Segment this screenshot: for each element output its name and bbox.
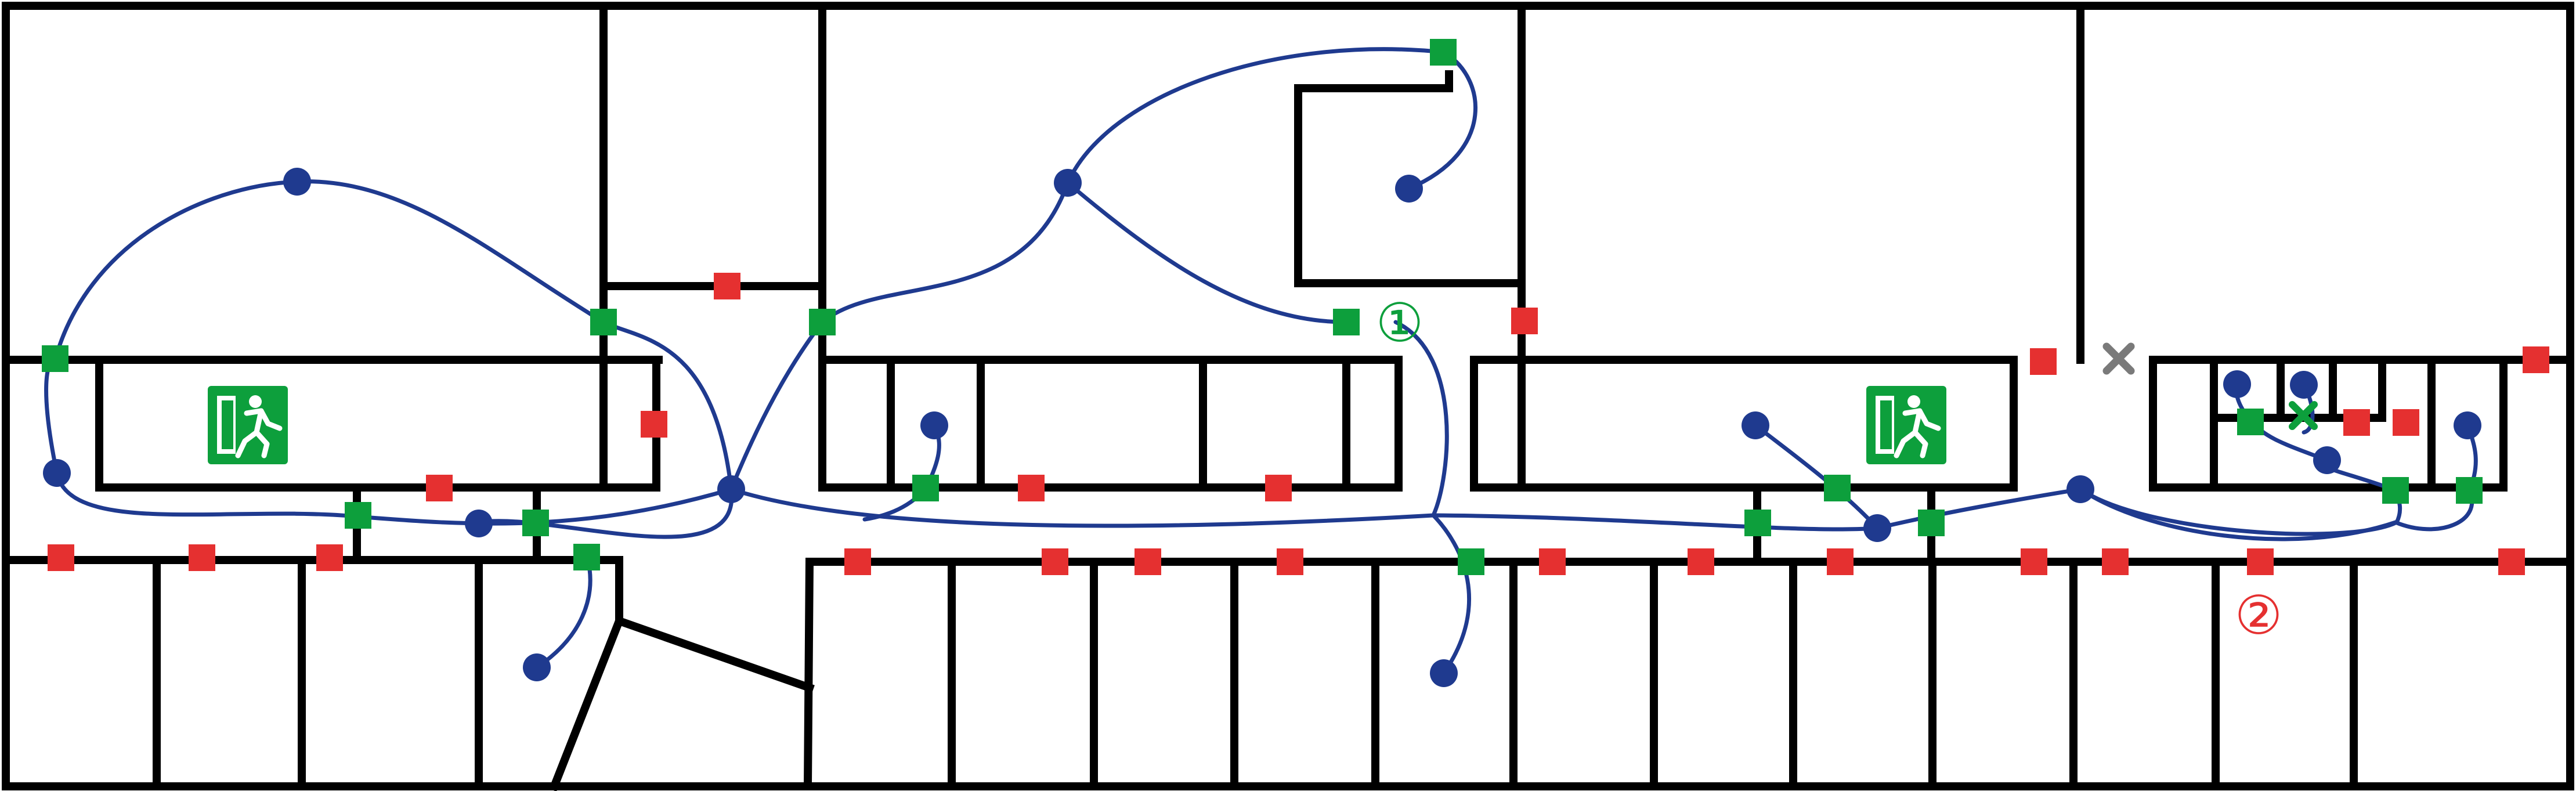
route-node [43, 459, 71, 487]
open-door [1824, 475, 1851, 501]
closed-door [1277, 548, 1303, 575]
route-node [1395, 175, 1423, 203]
closed-door [48, 544, 74, 571]
open-door [2456, 477, 2483, 504]
open-doors [42, 39, 2483, 575]
route-path [1065, 180, 1349, 324]
route-node [717, 475, 745, 503]
exit-figure-leg [235, 429, 259, 458]
wall [1294, 70, 1526, 287]
closed-door [2498, 548, 2525, 575]
closed-door [1539, 548, 1566, 575]
closed-door [1827, 548, 1854, 575]
exit-figure-head [249, 395, 262, 408]
route-node [283, 168, 311, 196]
closed-door [2030, 348, 2057, 375]
closed-door [844, 548, 871, 575]
open-door [1458, 548, 1484, 575]
closed-door [1018, 475, 1045, 501]
open-door [912, 475, 939, 501]
exit-figure-leg [254, 408, 270, 458]
route-node [1054, 169, 1082, 197]
wall [614, 616, 815, 693]
blocked-open-door-marker [2289, 401, 2318, 430]
closed-door [2247, 548, 2274, 575]
closed-door [714, 273, 740, 299]
corridor-block [818, 356, 1403, 492]
closed-door [641, 411, 667, 438]
exit-figure-leg [1912, 408, 1928, 458]
open-door [809, 309, 836, 335]
closed-door [1511, 308, 1538, 334]
route-node [1430, 659, 1458, 687]
route-node [2313, 446, 2341, 474]
closed-door [1042, 548, 1068, 575]
exit-door-gap [222, 400, 233, 449]
route-node [920, 411, 948, 439]
exit-figure-leg [1894, 429, 1918, 458]
closed-door [2523, 346, 2549, 373]
exit-figure-arm [1902, 408, 1941, 431]
open-door [1918, 510, 1945, 536]
exit-figure-arm [244, 408, 283, 431]
corridor-block [2149, 356, 2508, 492]
closed-door [1688, 548, 1714, 575]
open-door [1430, 39, 1457, 66]
closed-doors [48, 273, 2549, 575]
route-node [465, 510, 493, 537]
wall [803, 558, 2574, 791]
open-door [1333, 309, 1360, 335]
route-node [2290, 371, 2318, 399]
route-path [2078, 423, 2478, 541]
route-node [1863, 514, 1891, 542]
open-door [2237, 409, 2264, 435]
closed-door [189, 544, 215, 571]
exit-sign-right [1866, 386, 1946, 464]
closed-door [426, 475, 453, 501]
closed-door [1135, 548, 1161, 575]
route-nodes [43, 168, 2481, 687]
open-door [2382, 477, 2409, 504]
route-path [2234, 382, 2398, 493]
closed-door [2343, 409, 2370, 436]
closed-door [316, 544, 343, 571]
open-door [522, 510, 549, 536]
marker-label-1: ① [1376, 292, 1424, 354]
exit-figure-head [1907, 395, 1920, 408]
exit-sign-left [208, 386, 288, 464]
open-door [1744, 510, 1771, 536]
route-path [729, 180, 1070, 492]
wall [2, 556, 623, 791]
route-path [534, 555, 592, 670]
route-path [1065, 47, 1478, 191]
blocked-passage-marker [2102, 342, 2135, 375]
open-door [590, 309, 617, 335]
closed-door [1265, 475, 1292, 501]
route-node [1742, 411, 1769, 439]
marker-label-2: ② [2235, 584, 2282, 646]
route-node [523, 653, 551, 681]
exit-door-gap [1880, 400, 1892, 449]
closed-door [2393, 409, 2419, 436]
route-path [1753, 423, 1880, 530]
cross-icon [2289, 401, 2318, 430]
corridor-block [1470, 356, 2018, 492]
open-door [345, 502, 371, 529]
route-node [2454, 411, 2481, 439]
route-node [2066, 475, 2094, 503]
open-door [42, 345, 68, 372]
cross-icon [2102, 342, 2135, 375]
route-node [2223, 370, 2251, 398]
closed-door [2021, 548, 2047, 575]
closed-door [2102, 548, 2129, 575]
open-door [573, 544, 600, 570]
